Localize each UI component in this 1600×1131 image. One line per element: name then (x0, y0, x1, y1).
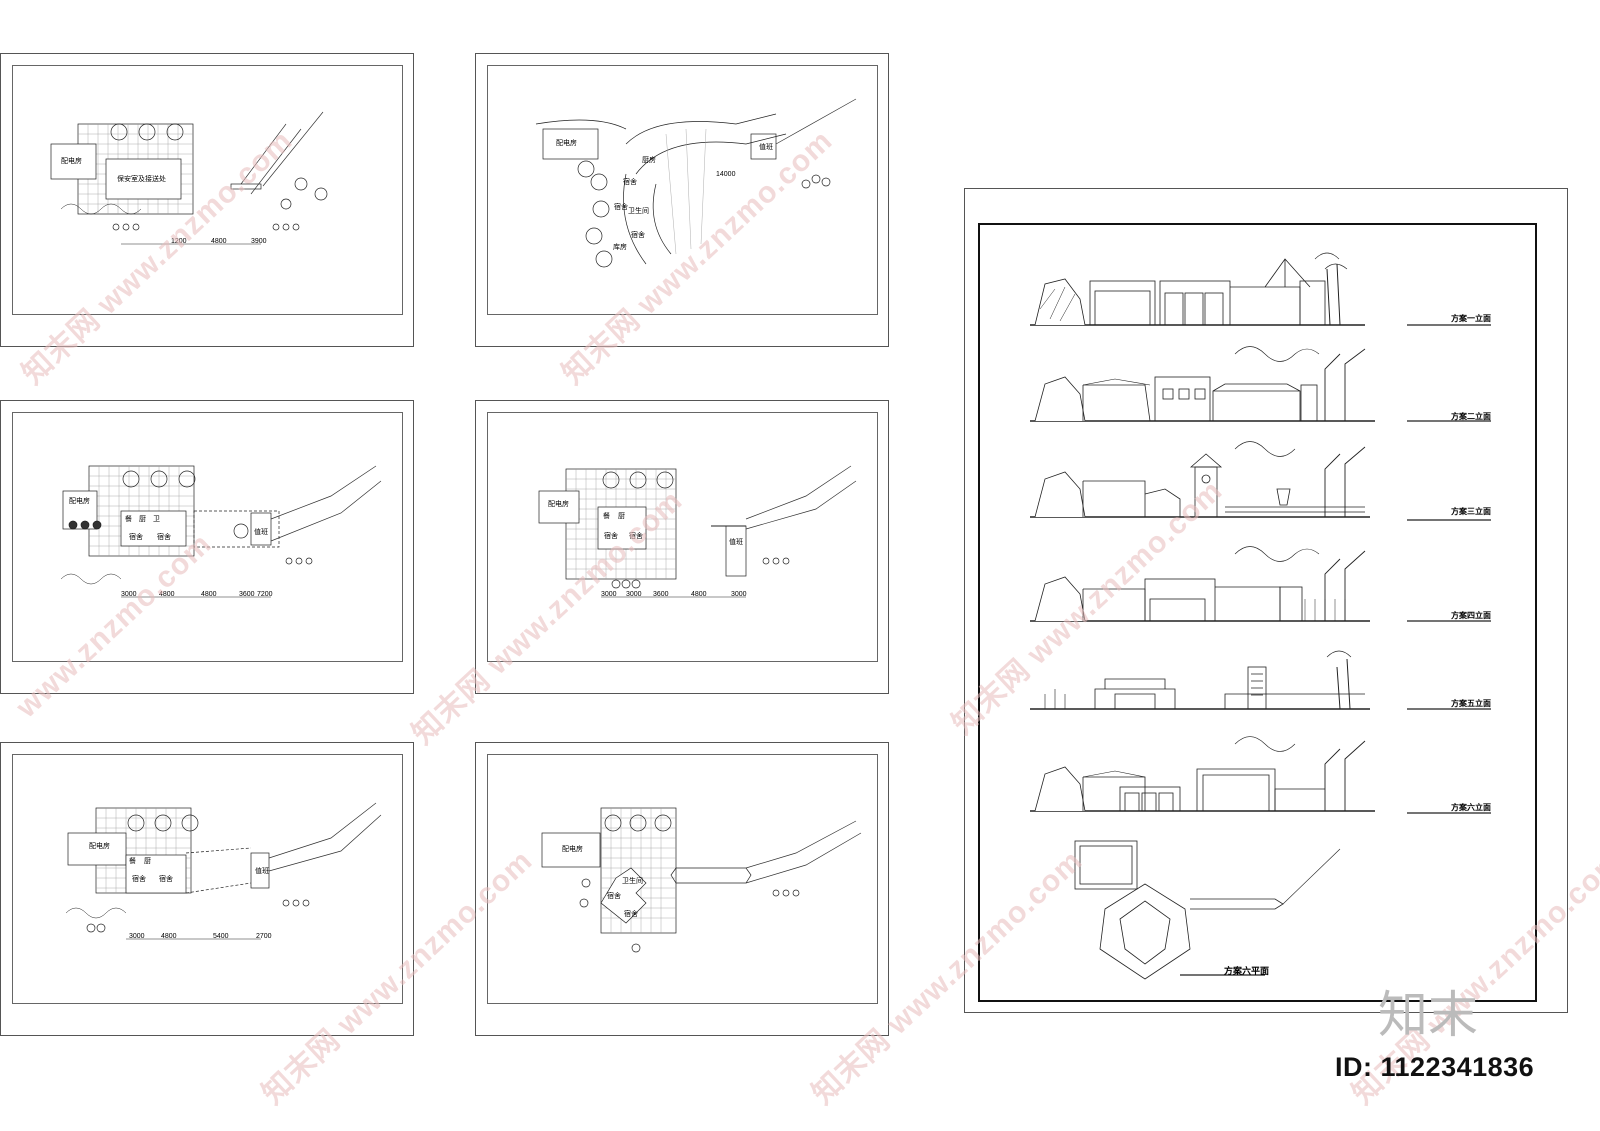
dim-2: 4800 (159, 591, 175, 598)
label-a: 餐 (129, 858, 136, 865)
label-b: 厨 (144, 858, 151, 865)
dim-2: 4800 (211, 238, 227, 245)
drawing-sheet-6: 配电房 卫生间 宿舍 宿舍 (475, 742, 889, 1036)
elevation-title-4: 方案四立面 (1451, 611, 1491, 620)
label-dorm-1: 宿舍 (129, 534, 143, 541)
label-dorm-2: 宿舍 (157, 534, 171, 541)
drawing-sheet-4: 配电房 餐 厨 宿舍 宿舍 值班 3000 3000 3600 4800 300… (475, 400, 889, 694)
label-toilet: 卫生间 (622, 878, 643, 885)
label-main-room: 保安室及接送处 (117, 176, 166, 183)
dim-1: 3000 (129, 933, 145, 940)
dim-4: 2700 (256, 933, 272, 940)
dim-2: 4800 (161, 933, 177, 940)
label-dorm-2: 宿舍 (159, 876, 173, 883)
label-guard: 值班 (759, 144, 773, 151)
elevation-title-1: 方案一立面 (1451, 314, 1491, 323)
label-power-room: 配电房 (556, 140, 577, 147)
label-dorm-2: 宿舍 (614, 204, 628, 211)
dim-3: 5400 (213, 933, 229, 940)
label-dorm-2: 宿舍 (629, 533, 643, 540)
elevation-title-2: 方案二立面 (1451, 412, 1491, 421)
label-storage: 库房 (613, 244, 627, 251)
label-power-room: 配电房 (61, 158, 82, 165)
site-plan-3 (60, 465, 382, 598)
drawing-sheet-3: 配电房 餐 厨 卫 宿舍 宿舍 值班 3000 4800 4800 3600 7… (0, 400, 414, 694)
elevation-title-5: 方案五立面 (1451, 699, 1491, 708)
dim-4: 4800 (691, 591, 707, 598)
brand-logo: 知末 (1378, 986, 1478, 1044)
drawing-sheet-5: 配电房 餐 厨 宿舍 宿舍 值班 3000 4800 5400 2700 (0, 742, 414, 1036)
label-b: 厨 (618, 513, 625, 520)
site-plan-2 (535, 98, 857, 268)
label-a: 餐 (125, 516, 132, 523)
label-guard: 值班 (255, 868, 269, 875)
label-dorm-2: 宿舍 (624, 911, 638, 918)
label-power-room: 配电房 (548, 501, 569, 508)
label-dorm-1: 宿舍 (623, 179, 637, 186)
label-power-room: 配电房 (562, 846, 583, 853)
elevation-drawings (1030, 252, 1491, 980)
label-a: 餐 (603, 513, 610, 520)
dim-2: 3000 (626, 591, 642, 598)
drawing-sheet-1: 配电房 保安室及接送处 1200 4800 3900 (0, 53, 414, 347)
label-b: 厨 (139, 516, 146, 523)
elevation-frame (978, 223, 1537, 1002)
site-plan-4 (538, 465, 857, 598)
dim-1: 1200 (171, 238, 187, 245)
elevation-title-6: 方案六立面 (1451, 803, 1491, 812)
label-guard: 值班 (729, 539, 743, 546)
dim-3: 3600 (653, 591, 669, 598)
label-c: 卫 (153, 516, 160, 523)
dim-arc: 14000 (716, 171, 736, 178)
label-toilet: 卫生间 (628, 208, 649, 215)
id-text: ID: 1122341836 (1335, 1052, 1535, 1082)
dim-3: 4800 (201, 591, 217, 598)
site-plan-1 (50, 111, 328, 245)
label-dorm-1: 宿舍 (132, 876, 146, 883)
site-plan-6 (541, 807, 862, 953)
dim-1: 3000 (121, 591, 137, 598)
label-power-room: 配电房 (69, 498, 90, 505)
dim-5: 3000 (731, 591, 747, 598)
label-dorm-1: 宿舍 (607, 893, 621, 900)
dim-1: 3000 (601, 591, 617, 598)
label-guard: 值班 (254, 529, 268, 536)
plan-6-title: 方案六平面 (1224, 966, 1270, 976)
label-power-room: 配电房 (89, 843, 110, 850)
elevation-title-3: 方案三立面 (1451, 507, 1491, 516)
label-kitchen: 厨房 (642, 157, 656, 164)
label-dorm-3: 宿舍 (631, 232, 645, 239)
dim-3: 3900 (251, 238, 267, 245)
site-plan-5 (65, 802, 382, 940)
dim-5: 7200 (257, 591, 273, 598)
drawing-sheet-2: 配电房 值班 厨房 宿舍 卫生间 宿舍 宿舍 库房 14000 (475, 53, 889, 347)
dim-4: 3600 (239, 591, 255, 598)
elevation-sheet: 方案一立面 方案二立面 方案三立面 方案四立面 方案五立面 方案六立面 方案六平… (964, 188, 1568, 1013)
label-dorm-1: 宿舍 (604, 533, 618, 540)
